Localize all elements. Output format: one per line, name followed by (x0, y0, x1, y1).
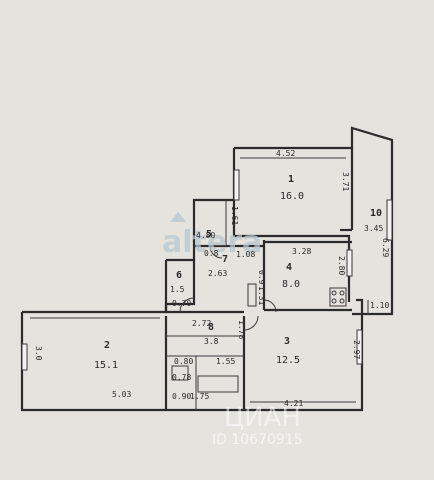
dim-label: 3.71 (341, 172, 350, 191)
room-7-number: 7 (222, 254, 228, 265)
room-10-number: 10 (370, 208, 382, 219)
cian-watermark: ЦИАН (224, 403, 301, 433)
window-balcony (386, 199, 393, 241)
stove-burner-4 (339, 298, 345, 304)
dim-label: 2.80 (337, 256, 346, 275)
dim-label: 1.78 (237, 320, 246, 339)
window-room4 (346, 249, 353, 277)
room-3-area: 12.5 (276, 355, 300, 366)
room-6-number: 6 (176, 270, 182, 281)
room-1-area: 16.0 (280, 191, 304, 202)
dim-label: 2.72 (192, 319, 211, 328)
dim-label: 1.75 (190, 392, 209, 401)
room-2-area: 15.1 (94, 360, 118, 371)
window-room1 (233, 169, 240, 201)
door-arc-4 (209, 245, 223, 259)
dim-label: 6.29 (381, 238, 390, 257)
dim-label: 3.28 (292, 247, 311, 256)
room-10-area: 3.45 (364, 224, 383, 233)
bathtub (197, 375, 239, 393)
altera-logo-mark (170, 212, 186, 222)
room-4-area: 8.0 (282, 279, 300, 290)
wall-upper-left (22, 198, 234, 314)
room-8-number: 8 (208, 322, 214, 333)
dim-label: 2.97 (352, 340, 361, 359)
room-8-area: 3.8 (204, 337, 219, 346)
room-2-number: 2 (104, 340, 110, 351)
window-room2 (21, 343, 28, 371)
dim-label: 0.80 (174, 357, 193, 366)
door-arc-1 (179, 297, 195, 313)
dim-label: 1.31 (257, 286, 266, 305)
dim-label: 1.10 (370, 301, 389, 310)
dim-label: 4.52 (276, 149, 295, 158)
dim-label: 4.21 (284, 399, 303, 408)
room-7-area: 2.63 (208, 269, 227, 278)
wall-outer-bottom (20, 298, 364, 412)
dim-label: 1.61 (230, 206, 239, 225)
toilet (171, 365, 189, 381)
dim-label: 0.70 (172, 299, 191, 308)
door-arc-3 (263, 299, 277, 313)
dim-label: 0.90 (172, 392, 191, 401)
dim-label: 0.78 (172, 373, 191, 382)
room-3-number: 3 (284, 336, 290, 347)
door-arc-2 (243, 315, 259, 331)
altera-logo: altera (162, 212, 262, 260)
wall-room1-outer (234, 126, 394, 316)
room-4-number: 4 (286, 262, 292, 273)
room-5-number: 5 (206, 229, 212, 240)
dim-label: 3.0 (34, 346, 43, 361)
dim-label: 1.55 (216, 357, 235, 366)
dim-label: 0.9 (257, 270, 266, 285)
listing-id-watermark: ID 10670915 (212, 432, 303, 448)
stove-burner-1 (331, 290, 337, 296)
dim-label: 1.08 (236, 250, 255, 259)
room-1-number: 1 (288, 174, 294, 185)
window-room3 (356, 329, 363, 365)
dim-label: 4.80 (196, 231, 215, 240)
room-6-area: 1.5 (170, 285, 185, 294)
stove (329, 287, 347, 307)
stove-burner-2 (339, 290, 345, 296)
sink (247, 283, 257, 307)
altera-logo-text: altera (162, 225, 262, 260)
room-5-area: 0.8 (204, 249, 219, 258)
dim-label: 5.03 (112, 390, 131, 399)
stove-burner-3 (331, 298, 337, 304)
